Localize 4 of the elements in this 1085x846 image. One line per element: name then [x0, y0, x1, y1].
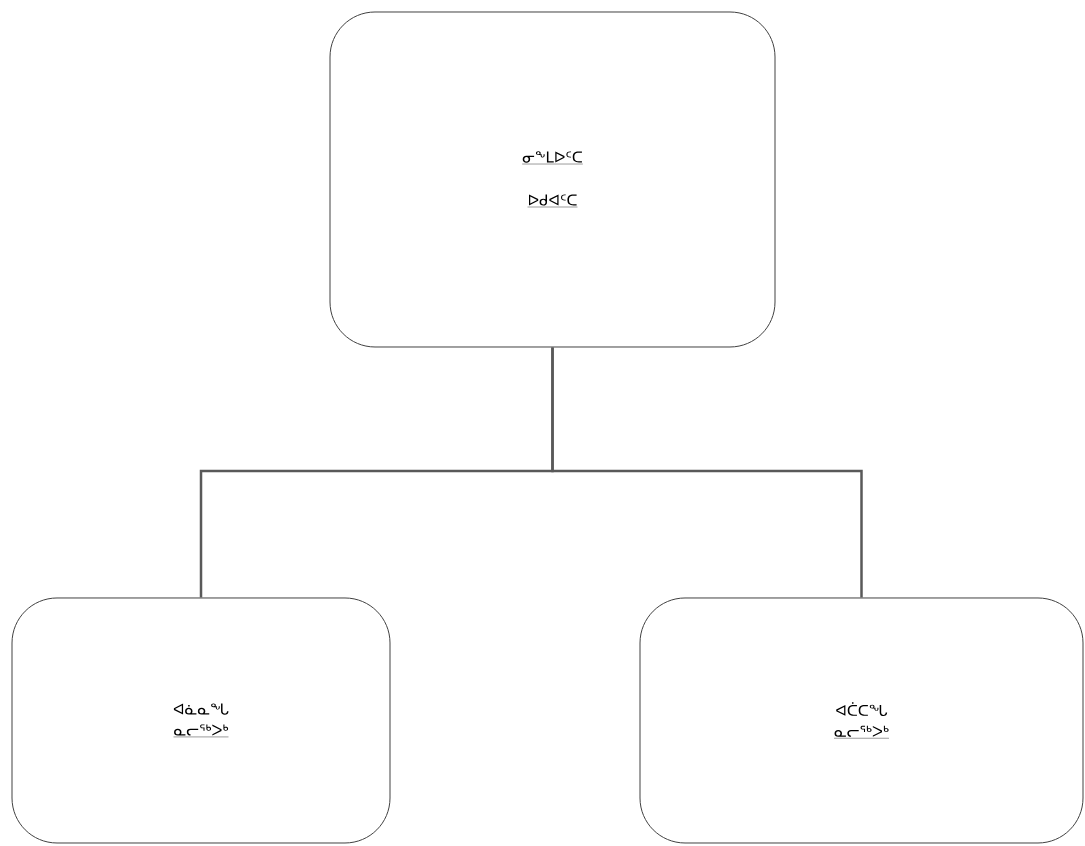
rounded-box: ᓂᖕᒪᐅᑦᑕ ᐅᑯᐊᑦᑕ: [329, 11, 776, 348]
rounded-box: ᐊᑖᑕᖓ ᓇᓕᖅᐳᒃ: [639, 597, 1084, 844]
rounded-box: ᐊᓈᓇᖓ ᓇᓕᖅᐳᒃ: [11, 597, 391, 844]
connector-line: [551, 347, 863, 598]
